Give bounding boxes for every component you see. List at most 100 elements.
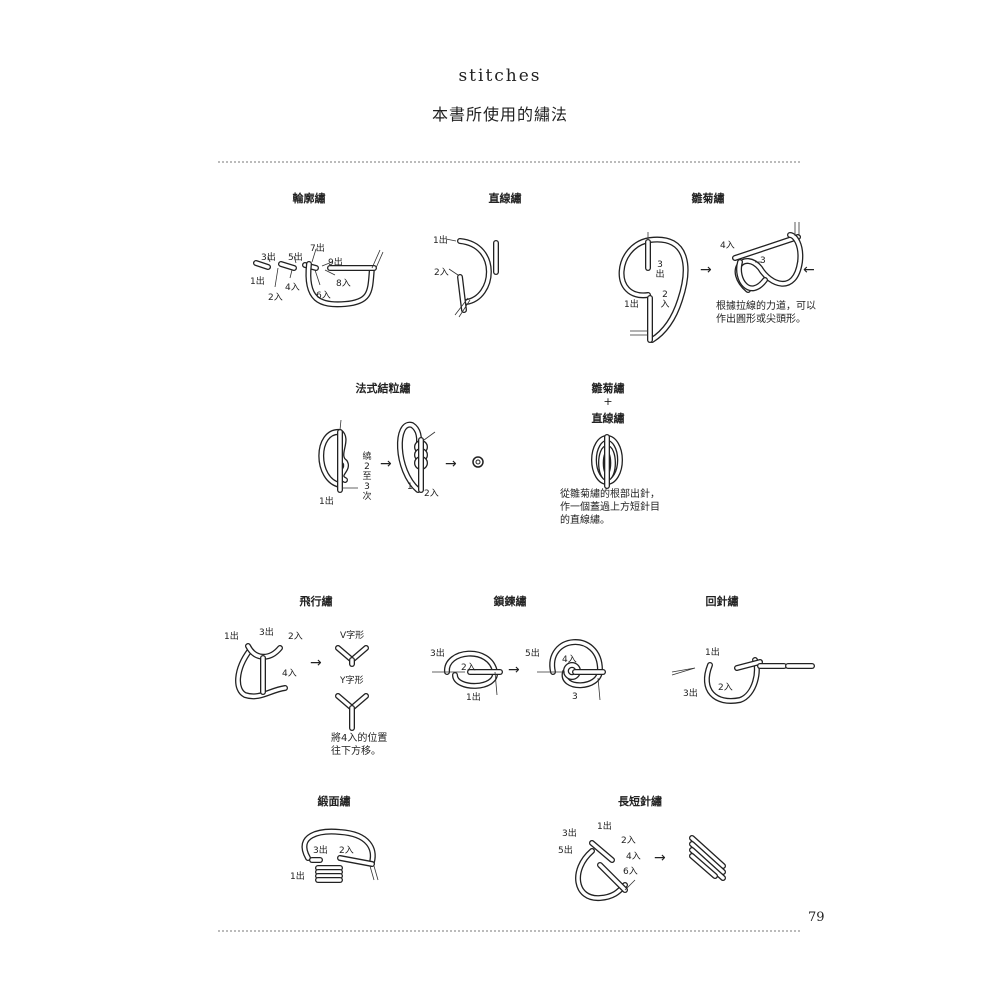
long-short-stitch-title: 長短針繡	[618, 795, 662, 808]
thread-stroke	[735, 660, 762, 670]
satin-stitch-title: 緞面繡	[317, 795, 351, 808]
label: 1	[407, 482, 413, 492]
label: 1出	[597, 822, 612, 832]
arrow-left-icon: ←	[803, 262, 815, 278]
label: 2入	[288, 632, 303, 642]
label: 1出	[250, 277, 265, 287]
thread-stroke	[705, 658, 759, 703]
thread-stroke	[458, 239, 491, 304]
long-short-stitch-diagram	[575, 835, 726, 902]
lazy-daisy-note: 根據拉線的力道，可以 作出圓形或尖頭形。	[716, 300, 826, 326]
thread-stroke	[576, 849, 627, 900]
thread-stroke	[306, 262, 374, 307]
back-stitch-title: 回針繡	[705, 595, 739, 608]
label: 8入	[336, 279, 351, 289]
label: 5出	[288, 253, 303, 263]
thread-stroke	[619, 237, 688, 342]
label: 6入	[623, 867, 638, 877]
note-line: 作一個蓋過上方短針目	[560, 502, 660, 513]
thread-stroke	[737, 260, 767, 290]
thread-stroke	[690, 854, 717, 878]
lazy-daisy-title: 雛菊繡	[691, 192, 725, 205]
fly-note: 將4入的位置 往下方移。	[331, 732, 411, 758]
label: 3出	[562, 829, 577, 839]
back-stitch-diagram	[671, 657, 815, 704]
label: 9出	[328, 258, 343, 268]
label: 1出	[466, 693, 481, 703]
thread-stroke	[690, 836, 725, 868]
label: 5出	[525, 649, 540, 659]
label: 5出	[558, 846, 573, 856]
section-title-zh: 本書所使用的繡法	[431, 105, 568, 124]
note-line: 將4入的位置	[331, 733, 388, 744]
label: 1出	[705, 648, 720, 658]
thread-stroke	[319, 430, 348, 487]
lazy-daisy-diagram	[618, 222, 804, 343]
label: 2入	[660, 290, 670, 310]
arrow-icon: →	[380, 456, 392, 472]
arrow-icon: →	[508, 662, 520, 678]
note-line: 的直線繡。	[560, 515, 610, 526]
section-title-en: stitches	[458, 66, 542, 86]
label: 3出	[430, 649, 445, 659]
label: 1出	[319, 497, 334, 507]
label: 3出	[655, 260, 665, 280]
label: 3出	[261, 253, 276, 263]
outline-stitch-diagram	[253, 248, 384, 308]
straight-stitch-title: 直線繡	[488, 192, 522, 205]
label: 3出	[259, 628, 274, 638]
daisy-straight-title-2: 直線繡	[591, 412, 625, 425]
outline-stitch-title: 輪廓繡	[292, 192, 326, 205]
label: 2入	[461, 663, 476, 673]
thread-stroke	[302, 829, 375, 864]
label: 3出	[313, 846, 328, 856]
page-number: 79	[808, 910, 825, 925]
y-shape-label: Y字形	[340, 676, 364, 686]
thread-stroke	[690, 842, 725, 874]
wrap-count-label: 繞2至3次	[362, 452, 372, 502]
chain-stitch-diagram	[432, 639, 606, 701]
daisy-straight-diagram	[591, 434, 623, 489]
satin-stitch-diagram	[301, 828, 379, 883]
label: 4入	[282, 669, 297, 679]
daisy-straight-note: 從雛菊繡的根部出針， 作一個蓋過上方短針目 的直線繡。	[560, 488, 680, 527]
label: 4入	[562, 655, 577, 665]
label: 2入	[339, 846, 354, 856]
note-line: 作出圓形或尖頭形。	[716, 314, 806, 325]
fly-stitch-diagram	[235, 643, 369, 731]
label: 1出	[224, 632, 239, 642]
label: 4入	[626, 852, 641, 862]
arrow-icon: →	[445, 456, 457, 472]
straight-stitch-diagram	[445, 238, 499, 318]
label: 2入	[434, 268, 449, 278]
label: 2入	[718, 683, 733, 693]
fly-stitch-title: 飛行繡	[299, 595, 333, 608]
label: 2入	[268, 293, 283, 303]
label: 3	[572, 692, 578, 702]
note-line: 從雛菊繡的根部出針，	[560, 489, 660, 500]
label: 3	[760, 256, 766, 266]
label: 1出	[290, 872, 305, 882]
label: 2入	[424, 489, 439, 499]
label: 6入	[316, 291, 331, 301]
note-line: 根據拉線的力道，可以	[716, 301, 816, 312]
label: 4入	[720, 241, 735, 251]
label: 3出	[683, 689, 698, 699]
arrow-icon: →	[700, 262, 712, 278]
thread-stroke	[254, 261, 270, 269]
label: 1出	[433, 236, 448, 246]
thread-stroke	[236, 648, 287, 698]
label: 7出	[310, 244, 325, 254]
thread-stroke	[690, 848, 725, 880]
thread-stroke	[733, 235, 800, 260]
thread-stroke	[338, 856, 374, 866]
daisy-straight-plus: +	[603, 395, 613, 408]
note-line: 往下方移。	[331, 746, 381, 757]
label: 4入	[285, 283, 300, 293]
v-shape-label: V字形	[340, 631, 365, 641]
thread-stroke	[279, 262, 296, 270]
arrow-icon: →	[654, 850, 666, 866]
arrow-icon: →	[310, 655, 322, 671]
thread-stroke	[618, 236, 689, 343]
